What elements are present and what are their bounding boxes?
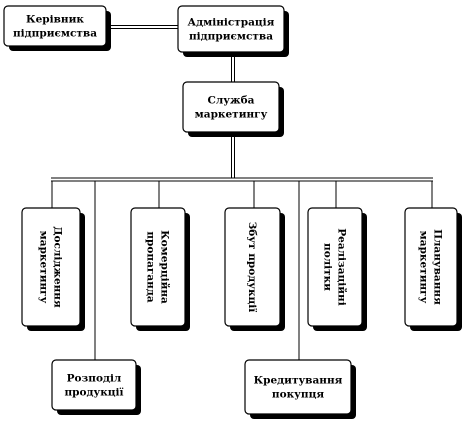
node-label: Розподіл продукції [64,373,123,399]
node-box [21,207,81,327]
node-label-line: пропаганда [145,231,157,302]
node-pricing: Реалізаційніполітки [307,207,367,331]
node-label-line: підприємства [13,28,97,40]
node-label: Керівник підприємства [13,14,97,40]
node-label-line: маркетингу [38,231,50,304]
node-label-line: підприємства [189,31,273,43]
node-label-line: Розподіл [67,373,122,385]
node-box [307,207,363,327]
node-label: Кредитування покупця [254,375,343,401]
node-box [404,207,458,327]
node-label-line: покупця [272,389,324,401]
node-sales: Збут продукції [224,207,285,331]
node-label-line: маркетингу [418,231,430,304]
node-box [182,81,280,133]
node-promotion: Комерційнапропаганда [130,207,190,331]
node-distribution: Розподіл продукції [51,359,141,415]
node-label: Дослідженнямаркетингу [38,226,64,308]
boxes: Керівник підприємства Адміністрація підприє… [3,5,462,419]
node-label: Адміністрація підприємства [188,17,275,43]
node-box [224,207,281,327]
node-administration: Адміністрація підприємства [177,5,289,57]
node-research: Дослідженнямаркетингу [21,207,85,331]
node-label-line: Адміністрація [188,17,275,29]
node-label-line: Служба [208,95,255,107]
node-label-line: Збут продукції [246,222,258,313]
node-label-line: Планування [432,229,444,305]
node-head: Керівник підприємства [3,5,111,51]
node-label: Реалізаційніполітки [322,228,348,305]
node-label-line: Реалізаційні [336,228,348,305]
node-label: Комерційнапропаганда [145,230,171,304]
node-box [244,359,352,415]
node-lending: Кредитування покупця [244,359,356,419]
node-planning: Плануваннямаркетингу [404,207,462,331]
node-label-line: Комерційна [159,230,171,304]
node-box [177,5,285,53]
node-label-line: Дослідження [52,226,64,308]
node-label-line: продукції [64,387,123,399]
node-label-line: Керівник [26,14,84,26]
connectors [51,25,433,360]
node-label-line: маркетингу [195,109,268,121]
node-box [3,5,107,47]
node-box [51,359,137,411]
node-label: Збут продукції [246,222,258,313]
node-label: Служба маркетингу [195,95,268,121]
node-marketing: Служба маркетингу [182,81,284,137]
node-box [130,207,186,327]
node-label-line: Кредитування [254,375,343,387]
node-label-line: політки [322,243,334,291]
node-label: Плануваннямаркетингу [418,229,444,305]
